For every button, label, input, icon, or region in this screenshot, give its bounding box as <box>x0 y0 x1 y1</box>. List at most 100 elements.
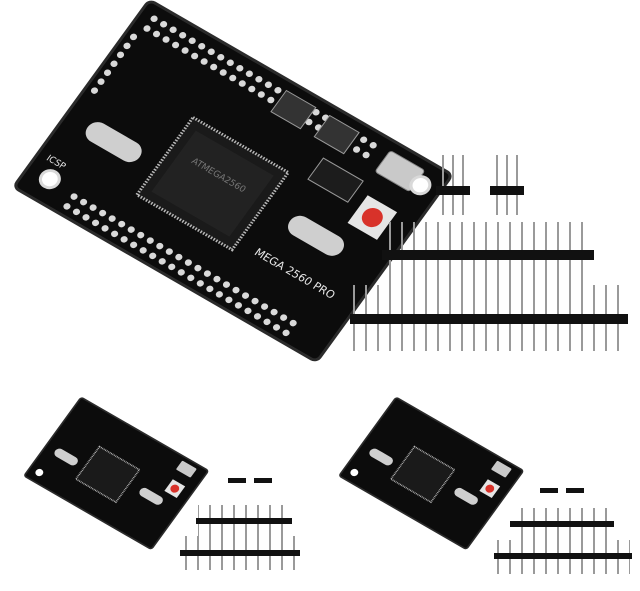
regulator-1 <box>313 114 360 155</box>
solder-pad <box>156 242 164 250</box>
regulator-2 <box>270 89 317 130</box>
solder-pad <box>168 263 176 271</box>
solder-pad <box>97 78 105 85</box>
solder-pad <box>146 237 154 244</box>
second-board <box>24 397 209 550</box>
solder-pad <box>172 41 180 49</box>
solder-pad <box>280 314 288 321</box>
solder-pad <box>229 74 237 82</box>
solder-pad <box>248 85 256 93</box>
solder-pad <box>72 208 81 216</box>
mount-hole-1 <box>38 169 61 190</box>
solder-pad <box>152 30 161 38</box>
solder-pad <box>200 58 208 65</box>
crystal-right <box>288 215 344 256</box>
solder-pad <box>127 226 135 233</box>
solder-pad <box>245 70 253 78</box>
solder-pad <box>89 204 97 211</box>
solder-pad <box>143 25 151 32</box>
solder-pad <box>267 96 275 104</box>
solder-pad <box>99 209 107 217</box>
solder-pad <box>222 281 231 288</box>
mount-hole-2 <box>409 175 432 196</box>
crystal-left <box>85 122 142 163</box>
solder-pad <box>253 313 262 320</box>
solder-pad <box>244 307 252 315</box>
solder-pad <box>149 252 157 260</box>
solder-pad <box>169 26 177 34</box>
solder-pad <box>289 319 297 327</box>
solder-pad <box>236 65 244 72</box>
solder-pad <box>282 329 290 337</box>
solder-pad <box>207 48 215 56</box>
solder-pad <box>184 259 192 266</box>
pad-row-left <box>90 33 138 94</box>
solder-pad <box>103 69 112 76</box>
solder-pad <box>270 308 278 316</box>
solder-pad <box>118 220 126 228</box>
mcu-chip: ATMEGA2560 <box>134 115 291 252</box>
solder-pad <box>225 296 233 304</box>
solder-pad <box>162 36 170 43</box>
solder-pad <box>160 21 168 28</box>
solder-pad <box>305 118 313 126</box>
solder-pad <box>108 215 116 222</box>
main-board: ATMEGA2560 MEGA 2560 PRO ICSP <box>14 0 452 362</box>
solder-pad <box>196 280 204 287</box>
solder-pad <box>362 151 370 159</box>
solder-pad <box>198 43 206 50</box>
solder-pad <box>210 63 218 71</box>
solder-pad <box>206 285 214 293</box>
solder-pad <box>120 236 128 243</box>
solder-pad <box>360 136 368 144</box>
solder-pad <box>194 264 202 272</box>
solder-pad <box>217 54 225 61</box>
solder-pad <box>353 146 361 153</box>
solder-pad <box>181 47 189 54</box>
header-3pin-b <box>490 155 524 215</box>
solder-pad <box>203 270 211 277</box>
solder-pad <box>177 269 185 276</box>
solder-pad <box>129 33 138 41</box>
header-long-2 <box>350 285 628 351</box>
solder-pad <box>175 253 183 261</box>
solder-pad <box>130 241 138 249</box>
solder-pad <box>241 292 250 299</box>
solder-pad <box>213 275 221 283</box>
small-chip <box>307 157 364 203</box>
solder-pad <box>123 42 131 50</box>
solder-pad <box>219 69 227 76</box>
main-header-set <box>350 155 628 351</box>
solder-pad <box>257 91 265 98</box>
solder-pad <box>251 297 259 305</box>
solder-pad <box>158 258 166 265</box>
solder-pad <box>187 274 195 282</box>
solder-pad <box>312 109 320 116</box>
third-header-set <box>494 488 632 574</box>
solder-pad <box>110 60 118 68</box>
solder-pad <box>116 51 125 59</box>
pad-row-bottom <box>63 193 297 337</box>
solder-pad <box>369 142 377 149</box>
header-long-1 <box>382 222 594 288</box>
solder-pad <box>234 302 243 309</box>
solder-pad <box>274 87 282 94</box>
solder-pad <box>63 203 71 210</box>
solder-pad <box>165 248 173 255</box>
second-header-set <box>180 478 300 570</box>
solder-pad <box>111 230 119 238</box>
third-board <box>339 397 524 550</box>
solder-pad <box>226 59 234 67</box>
solder-pad <box>139 247 147 254</box>
solder-pad <box>255 76 263 83</box>
header-3pin-a <box>436 155 470 215</box>
solder-pad <box>238 80 246 87</box>
solder-pad <box>90 87 99 94</box>
solder-pad <box>137 231 145 239</box>
reset-button <box>361 207 383 228</box>
solder-pad <box>215 291 223 298</box>
solder-pad <box>80 198 88 206</box>
solder-pad <box>82 214 90 221</box>
solder-pad <box>101 225 109 232</box>
